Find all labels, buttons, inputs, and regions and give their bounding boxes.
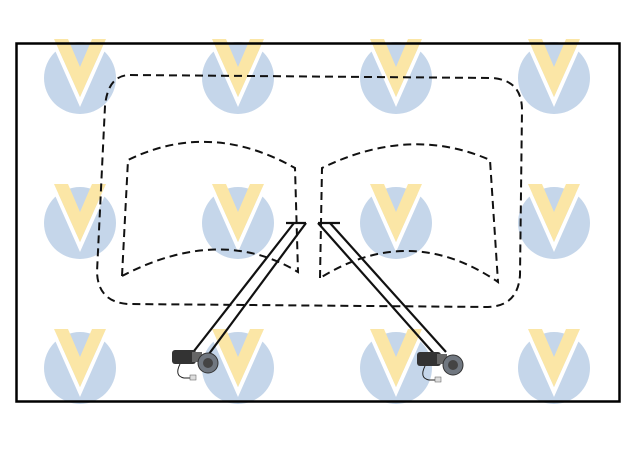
v-logo-icon (202, 329, 274, 404)
v-logo-icon (518, 329, 590, 404)
left-wiper-motor (172, 350, 219, 381)
left-wipe-area (121, 140, 300, 277)
v-logo-icon (518, 39, 590, 114)
v-logo-icon (202, 184, 274, 259)
v-logo-icon (360, 329, 432, 404)
left-wiper-linkage (186, 221, 307, 363)
v-logo-icon (360, 184, 432, 259)
right-wiper-linkage (317, 221, 447, 357)
v-logo-icon (44, 329, 116, 404)
right-wipe-area (319, 143, 500, 284)
watermark-layer (44, 39, 590, 404)
v-logo-icon (44, 184, 116, 259)
right-wiper-motor (417, 352, 464, 383)
v-logo-icon (518, 184, 590, 259)
v-logo-icon (202, 39, 274, 114)
frame (15, 42, 621, 403)
windshield-outline (95, 73, 524, 309)
v-logo-icon (44, 39, 116, 114)
